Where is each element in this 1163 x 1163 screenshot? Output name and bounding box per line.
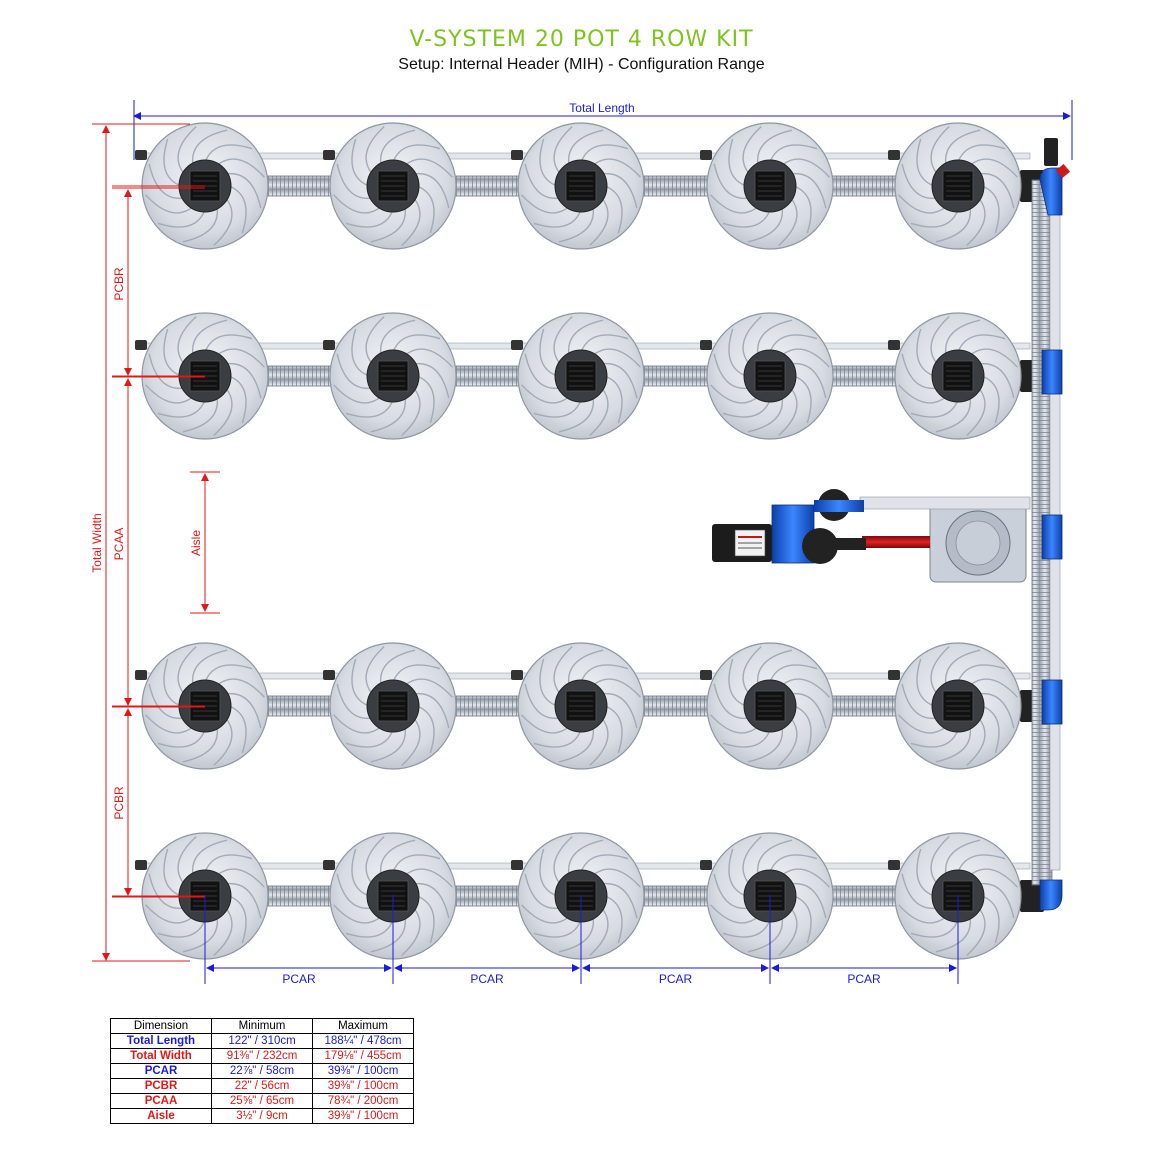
header-fitting — [1020, 880, 1044, 912]
pot — [323, 832, 457, 960]
table-cell-maximum: 39⅜" / 100cm — [312, 1078, 414, 1094]
pot — [511, 832, 645, 960]
table-cell-dimension: Total Width — [110, 1048, 212, 1064]
table-cell-dimension: Aisle — [110, 1108, 212, 1124]
table-cell-minimum: 122" / 310cm — [211, 1033, 313, 1049]
table-cell-maximum: 39⅜" / 100cm — [312, 1108, 414, 1124]
pcar-dimensions: PCAR PCAR PCAR PCAR — [112, 185, 959, 986]
pcar-label: PCAR — [282, 972, 316, 986]
table-header-row: Dimension Minimum Maximum — [110, 1018, 414, 1034]
pipes-layer — [139, 152, 1044, 912]
table-cell-maximum: 188¼" / 478cm — [312, 1033, 414, 1049]
pot — [888, 312, 1022, 440]
pot — [511, 642, 645, 770]
pcbr-bottom-label: PCBR — [112, 786, 126, 820]
table-cell-dimension: PCAA — [110, 1093, 212, 1109]
pot — [888, 122, 1022, 250]
pot — [888, 832, 1022, 960]
total-length-label: Total Length — [569, 101, 634, 115]
table-cell-dimension: Total Length — [110, 1033, 212, 1049]
pot — [323, 642, 457, 770]
pots-layer — [135, 122, 1022, 960]
table-header-maximum: Maximum — [312, 1018, 414, 1034]
table-header-minimum: Minimum — [211, 1018, 313, 1034]
page-title: V-SYSTEM 20 POT 4 ROW KIT — [409, 27, 754, 52]
pcar-label: PCAR — [470, 972, 504, 986]
header: V-SYSTEM 20 POT 4 ROW KIT Setup: Interna… — [0, 26, 1163, 74]
pot — [700, 122, 834, 250]
table-cell-minimum: 22" / 56cm — [211, 1078, 313, 1094]
page-subtitle: Setup: Internal Header (MIH) - Configura… — [398, 56, 765, 73]
table-cell-maximum: 78¾" / 200cm — [312, 1093, 414, 1109]
pot — [511, 122, 645, 250]
pot — [323, 122, 457, 250]
pot — [511, 312, 645, 440]
table-cell-maximum: 39⅜" / 100cm — [312, 1063, 414, 1079]
pump-assembly — [712, 489, 1031, 583]
table-header-dimension: Dimension — [110, 1018, 212, 1034]
main-header-pipe — [1031, 138, 1071, 911]
pot — [323, 312, 457, 440]
table-cell-minimum: 91⅜" / 232cm — [211, 1048, 313, 1064]
pcbr-top-label: PCBR — [112, 267, 126, 301]
dimension-annotations: Total Length Total Width PCBR PCAA PCBR … — [90, 100, 1073, 986]
pot — [700, 312, 834, 440]
table-cell-minimum: 25⅝" / 65cm — [211, 1093, 313, 1109]
pot — [888, 642, 1022, 770]
pcar-label: PCAR — [847, 972, 881, 986]
pcar-label: PCAR — [659, 972, 693, 986]
table-cell-dimension: PCBR — [110, 1078, 212, 1094]
system-diagram: Total Length Total Width PCBR PCAA PCBR … — [90, 100, 1073, 986]
table-cell-maximum: 179⅛" / 455cm — [312, 1048, 414, 1064]
pot — [700, 832, 834, 960]
aisle-label: Aisle — [189, 530, 203, 556]
total-width-label: Total Width — [90, 513, 104, 572]
pot — [700, 642, 834, 770]
table-cell-dimension: PCAR — [110, 1063, 212, 1079]
table-cell-minimum: 22⅞" / 58cm — [211, 1063, 313, 1079]
table-cell-minimum: 3½" / 9cm — [211, 1108, 313, 1124]
pcaa-label: PCAA — [112, 528, 126, 561]
